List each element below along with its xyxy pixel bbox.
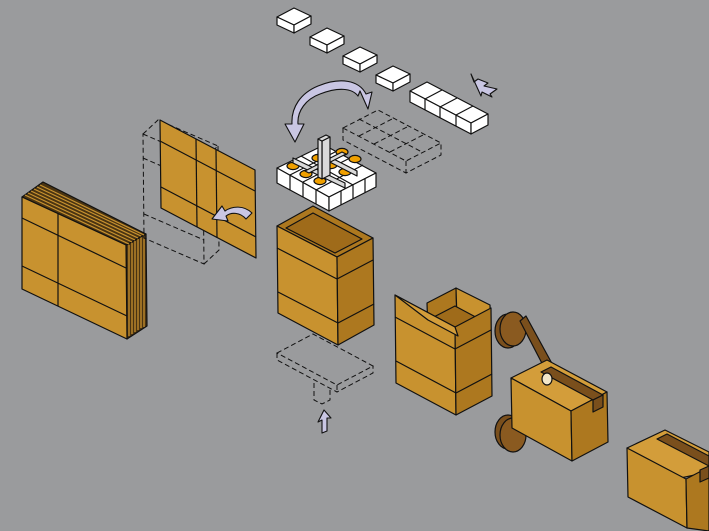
sealed-case-icon: [626, 429, 709, 531]
open-case-icon: [276, 205, 375, 346]
tape-sealer-icon: [494, 311, 609, 462]
dashed-product-group: [341, 109, 443, 174]
transfer-arrow-icon: [284, 80, 373, 143]
folding-blank-icon: [142, 119, 257, 265]
product-infeed-conveyor-icon: [276, 7, 498, 174]
fold-arrow-icon: [211, 205, 253, 222]
cardboard-blank-stack-icon: [21, 181, 148, 340]
top-flap-closing-icon: [394, 287, 493, 416]
vacuum-gripper-icon: [276, 134, 377, 212]
push-up-arrow-icon: [317, 409, 332, 434]
infeed-arrow-icon: [470, 73, 498, 98]
bottom-flap-fold-icon: [275, 333, 375, 434]
